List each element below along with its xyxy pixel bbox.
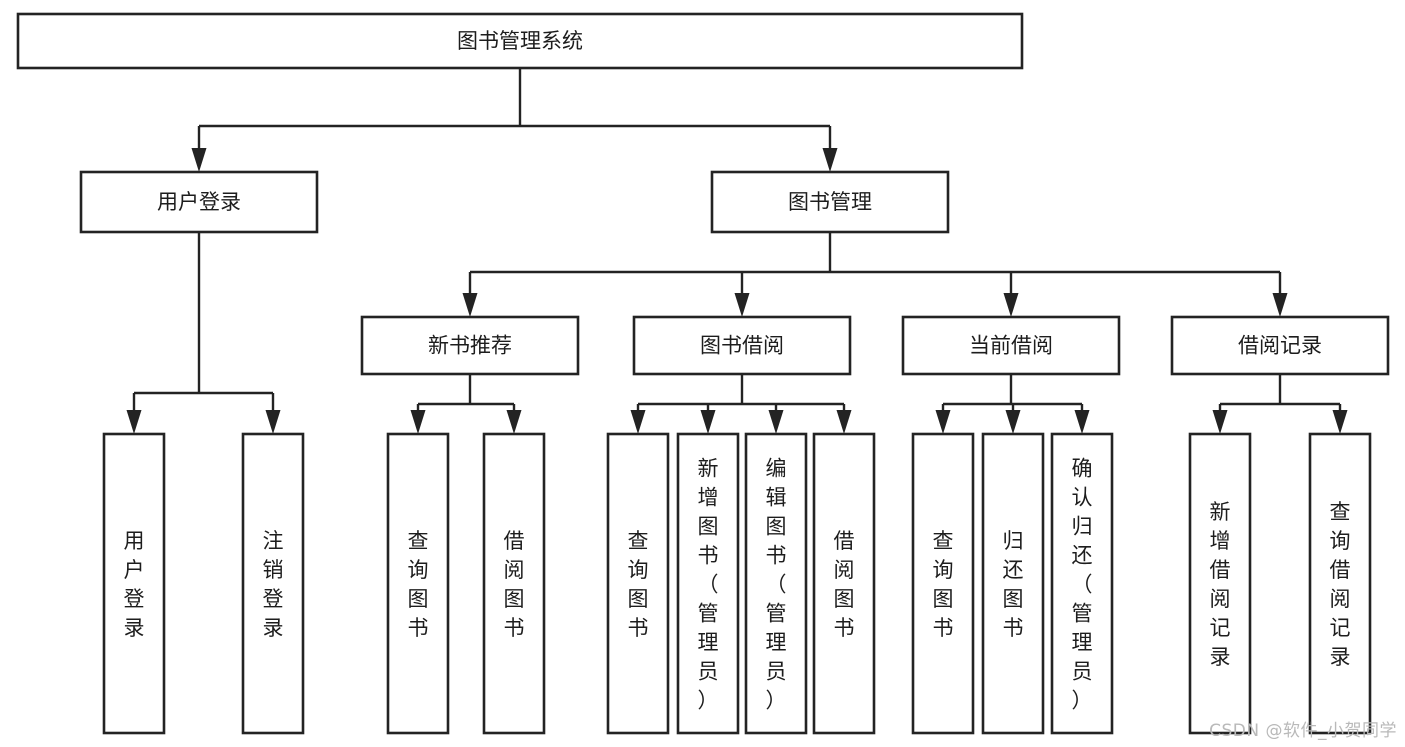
node-label-current-borrow: 当前借阅 (969, 334, 1053, 358)
node-box-leaf-user-login[interactable] (102, 432, 166, 735)
node-box-borrow-record[interactable] (1170, 315, 1390, 376)
arrow-head-icon (506, 410, 522, 434)
node-new-book-recommend[interactable]: 新书推荐 (360, 315, 580, 376)
node-label-leaf-user-login: 用户登录 (124, 529, 145, 640)
arrow-head-icon (768, 410, 784, 434)
connector-group-book-borrow (630, 374, 852, 434)
arrow-head-icon (630, 410, 646, 434)
node-leaf-query-book-1[interactable]: 查询图书 (386, 432, 450, 735)
arrow-head-icon (836, 410, 852, 434)
node-leaf-edit-book[interactable]: 编辑图书（管理员） (744, 432, 808, 735)
node-box-book-manage[interactable] (710, 170, 950, 234)
arrow-head-icon (126, 410, 142, 434)
watermark-text: CSDN @软件_小贺同学 (1209, 721, 1397, 741)
node-box-leaf-logout[interactable] (241, 432, 305, 735)
node-box-leaf-edit-book[interactable] (744, 432, 808, 735)
node-box-root[interactable] (16, 12, 1024, 70)
arrow-head-icon (935, 410, 951, 434)
node-label-leaf-query-book-2: 查询图书 (628, 529, 649, 640)
connector-layer (126, 68, 1348, 434)
arrow-head-icon (822, 148, 838, 172)
node-box-leaf-confirm-return[interactable] (1050, 432, 1114, 735)
arrow-head-icon (700, 410, 716, 434)
arrow-head-icon (191, 148, 207, 172)
node-label-user-login: 用户登录 (157, 190, 241, 214)
node-label-borrow-record: 借阅记录 (1238, 334, 1322, 358)
arrow-head-icon (1212, 410, 1228, 434)
arrow-head-icon (1005, 410, 1021, 434)
node-leaf-confirm-return[interactable]: 确认归还（管理员） (1050, 432, 1114, 735)
arrow-head-icon (410, 410, 426, 434)
connector-group-borrow-record (1212, 374, 1348, 434)
node-box-leaf-query-book-1[interactable] (386, 432, 450, 735)
node-box-leaf-query-book-2[interactable] (606, 432, 670, 735)
connector-group-current-borrow (935, 374, 1090, 434)
node-box-leaf-add-record[interactable] (1188, 432, 1252, 735)
node-label-leaf-edit-book: 编辑图书（管理员） (766, 457, 787, 713)
node-box-leaf-query-record[interactable] (1308, 432, 1372, 735)
node-label-leaf-add-record: 新增借阅记录 (1210, 500, 1231, 669)
node-user-login[interactable]: 用户登录 (79, 170, 319, 234)
arrow-head-icon (1074, 410, 1090, 434)
node-label-leaf-query-book-1: 查询图书 (408, 529, 429, 640)
node-leaf-user-login[interactable]: 用户登录 (102, 432, 166, 735)
node-leaf-add-book[interactable]: 新增图书（管理员） (676, 432, 740, 735)
connector-group-new-book-recommend (410, 374, 522, 434)
node-box-book-borrow[interactable] (632, 315, 852, 376)
node-box-leaf-query-book-3[interactable] (911, 432, 975, 735)
node-box-current-borrow[interactable] (901, 315, 1121, 376)
node-book-borrow[interactable]: 图书借阅 (632, 315, 852, 376)
node-leaf-query-record[interactable]: 查询借阅记录 (1308, 432, 1372, 735)
node-label-leaf-borrow-book-2: 借阅图书 (834, 529, 855, 640)
node-label-leaf-borrow-book-1: 借阅图书 (504, 529, 525, 640)
arrow-head-icon (1332, 410, 1348, 434)
node-label-leaf-return-book: 归还图书 (1003, 529, 1024, 640)
node-layer: 图书管理系统用户登录图书管理新书推荐图书借阅当前借阅借阅记录用户登录注销登录查询… (16, 12, 1390, 735)
arrow-head-icon (265, 410, 281, 434)
node-box-leaf-add-book[interactable] (676, 432, 740, 735)
node-leaf-add-record[interactable]: 新增借阅记录 (1188, 432, 1252, 735)
node-label-leaf-add-book: 新增图书（管理员） (698, 457, 719, 713)
node-label-book-manage: 图书管理 (788, 190, 872, 214)
node-box-leaf-return-book[interactable] (981, 432, 1045, 735)
arrow-head-icon (734, 293, 750, 317)
arrow-head-icon (462, 293, 478, 317)
node-box-new-book-recommend[interactable] (360, 315, 580, 376)
node-box-leaf-borrow-book-1[interactable] (482, 432, 546, 735)
node-leaf-query-book-3[interactable]: 查询图书 (911, 432, 975, 735)
node-current-borrow[interactable]: 当前借阅 (901, 315, 1121, 376)
node-leaf-return-book[interactable]: 归还图书 (981, 432, 1045, 735)
arrow-head-icon (1272, 293, 1288, 317)
node-leaf-borrow-book-1[interactable]: 借阅图书 (482, 432, 546, 735)
node-label-new-book-recommend: 新书推荐 (428, 334, 512, 358)
node-leaf-logout[interactable]: 注销登录 (241, 432, 305, 735)
node-box-leaf-borrow-book-2[interactable] (812, 432, 876, 735)
connector-group-root (191, 68, 838, 172)
node-label-root: 图书管理系统 (457, 29, 583, 53)
node-label-leaf-query-record: 查询借阅记录 (1330, 500, 1351, 669)
node-label-leaf-logout: 注销登录 (263, 529, 284, 640)
node-label-book-borrow: 图书借阅 (700, 334, 784, 358)
arrow-head-icon (1003, 293, 1019, 317)
node-borrow-record[interactable]: 借阅记录 (1170, 315, 1390, 376)
node-label-leaf-confirm-return: 确认归还（管理员） (1072, 457, 1093, 713)
connector-group-user-login (126, 232, 281, 434)
node-leaf-borrow-book-2[interactable]: 借阅图书 (812, 432, 876, 735)
node-book-manage[interactable]: 图书管理 (710, 170, 950, 234)
node-leaf-query-book-2[interactable]: 查询图书 (606, 432, 670, 735)
node-label-leaf-query-book-3: 查询图书 (933, 529, 954, 640)
node-box-user-login[interactable] (79, 170, 319, 234)
connector-group-book-manage (462, 232, 1288, 317)
node-root[interactable]: 图书管理系统 (16, 12, 1024, 70)
